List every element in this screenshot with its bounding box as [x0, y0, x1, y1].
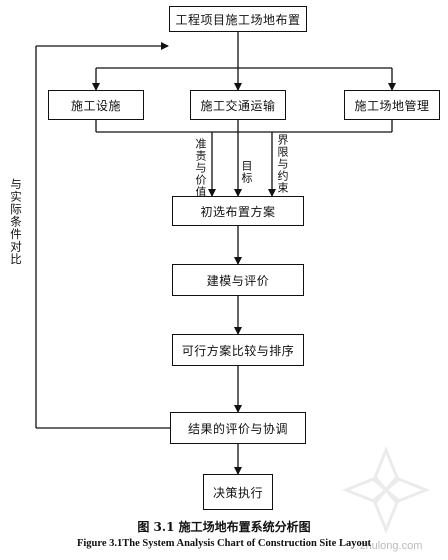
node-transport-label: 施工交通运输 — [200, 98, 276, 113]
node-top-label: 工程项目施工场地布置 — [175, 12, 301, 27]
node-management: 施工场地管理 — [344, 90, 440, 120]
node-transport: 施工交通运输 — [190, 90, 286, 120]
node-facilities: 施工设施 — [48, 90, 144, 120]
node-execute-label: 决策执行 — [212, 485, 263, 500]
label-constraints: 界限与约束 — [276, 134, 289, 194]
watermark-text: zhulong.com — [360, 540, 423, 552]
node-compare-label: 可行方案比较与排序 — [181, 343, 295, 358]
node-compare: 可行方案比较与排序 — [172, 334, 304, 366]
node-initial: 初选布置方案 — [172, 196, 304, 226]
caption-chinese: 图 3.1 施工场地布置系统分析图 — [137, 520, 311, 534]
label-goal: 目标 — [240, 160, 253, 184]
label-criteria: 准责与价值 — [194, 138, 207, 198]
watermark-logo-icon — [341, 445, 431, 535]
node-evaluate-label: 结果的评价与协调 — [187, 421, 288, 436]
node-execute: 决策执行 — [203, 474, 273, 510]
label-feedback: 与实际条件对比 — [9, 178, 23, 266]
caption-english: Figure 3.1The System Analysis Chart of C… — [76, 538, 372, 549]
node-initial-label: 初选布置方案 — [200, 204, 276, 219]
node-modeling: 建模与评价 — [172, 264, 304, 296]
node-facilities-label: 施工设施 — [70, 98, 121, 113]
node-evaluate: 结果的评价与协调 — [170, 412, 306, 444]
node-management-label: 施工场地管理 — [354, 98, 430, 113]
node-modeling-label: 建模与评价 — [206, 273, 270, 288]
node-top: 工程项目施工场地布置 — [169, 6, 307, 32]
